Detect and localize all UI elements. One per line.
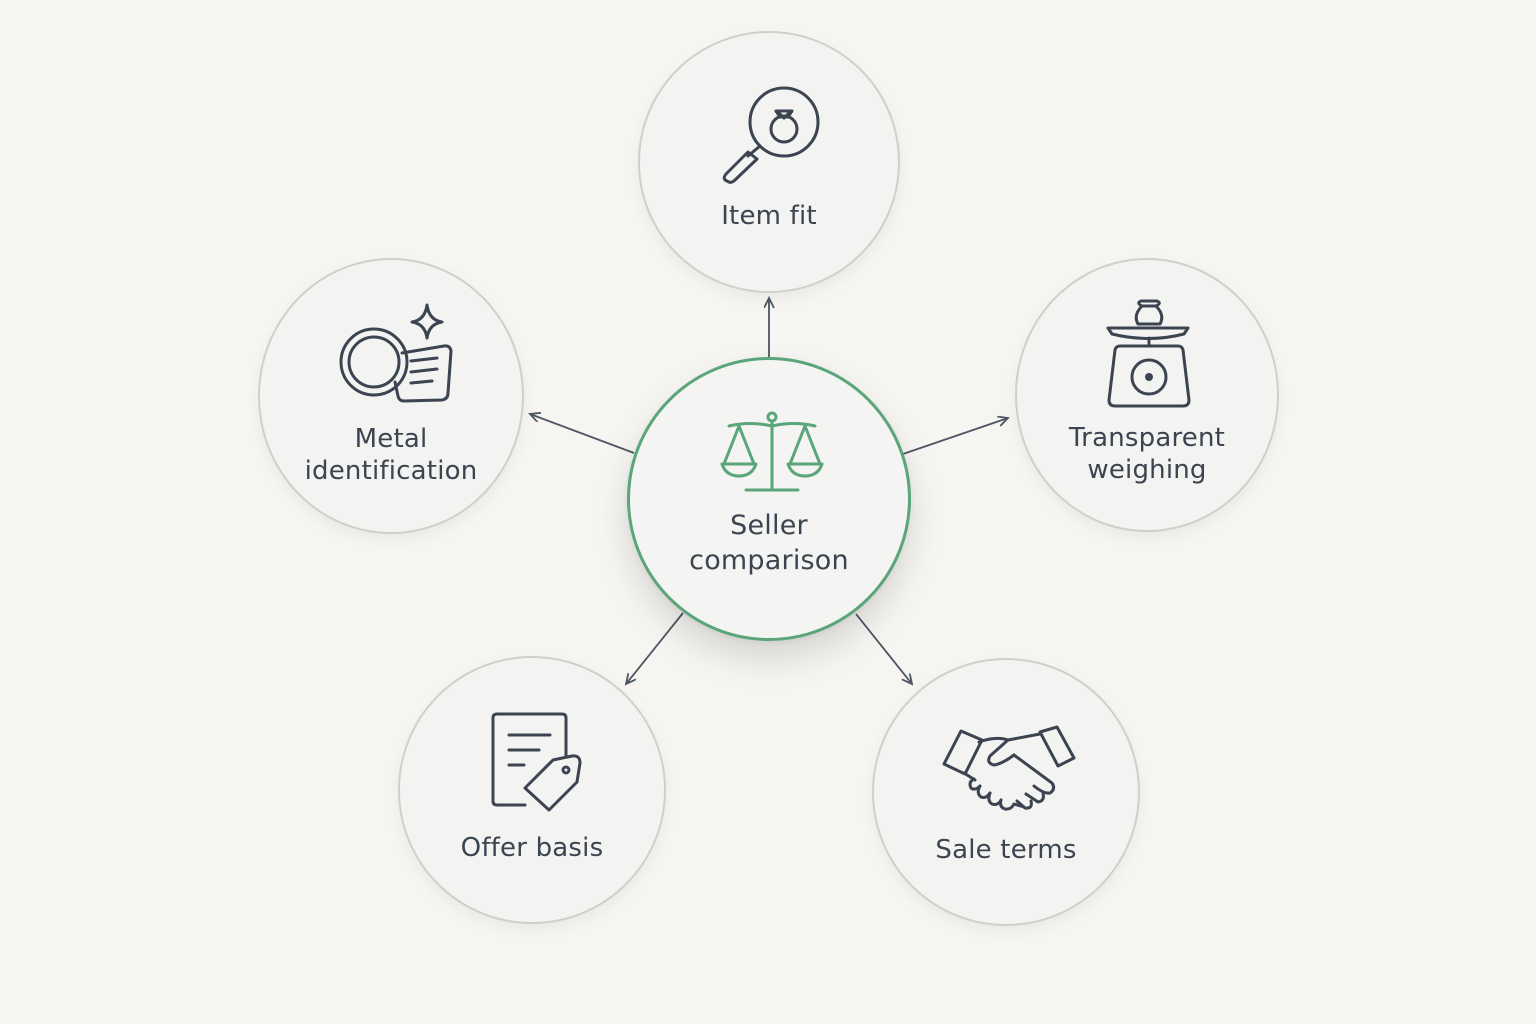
offer-basis-label: Offer basis	[460, 833, 604, 863]
item-fit-label: Item fit	[721, 201, 817, 231]
node-label: Offer basis	[400, 832, 664, 864]
handshake-icon	[942, 725, 1076, 811]
weighing-scale-icon	[1106, 299, 1191, 408]
node-label: Transparent weighing	[1017, 422, 1277, 486]
node-sale-terms: Sale terms	[872, 658, 1140, 926]
balance-scale-icon	[720, 411, 824, 492]
arrow-to-sale-terms	[855, 613, 912, 684]
node-label: Sale terms	[874, 834, 1138, 866]
document-price-tag-icon	[491, 712, 582, 812]
arrow-to-metal-identification	[530, 414, 635, 454]
arrow-to-offer-basis	[626, 612, 684, 684]
arrow-to-transparent-weighing	[902, 418, 1008, 455]
node-item-fit: Item fit	[638, 31, 900, 293]
metal-identification-label-line2: identification	[304, 456, 478, 486]
metal-identification-label-line1: Metal	[354, 424, 428, 454]
node-seller-comparison: Seller comparison	[627, 357, 911, 641]
node-transparent-weighing: Transparent weighing	[1015, 258, 1279, 532]
node-metal-identification: Metal identification	[258, 258, 524, 534]
seller-comparison-label-line1: Seller	[730, 510, 808, 541]
transparent-weighing-label-line2: weighing	[1087, 455, 1207, 485]
magnifier-ring-icon	[722, 86, 820, 184]
transparent-weighing-label-line1: Transparent	[1068, 423, 1226, 453]
sale-terms-label: Sale terms	[935, 835, 1077, 865]
coin-certificate-sparkle-icon	[339, 303, 453, 403]
node-label: Seller comparison	[630, 508, 908, 578]
node-offer-basis: Offer basis	[398, 656, 666, 924]
node-label: Metal identification	[260, 423, 522, 487]
seller-comparison-label-line2: comparison	[689, 545, 849, 576]
node-label: Item fit	[640, 200, 898, 232]
